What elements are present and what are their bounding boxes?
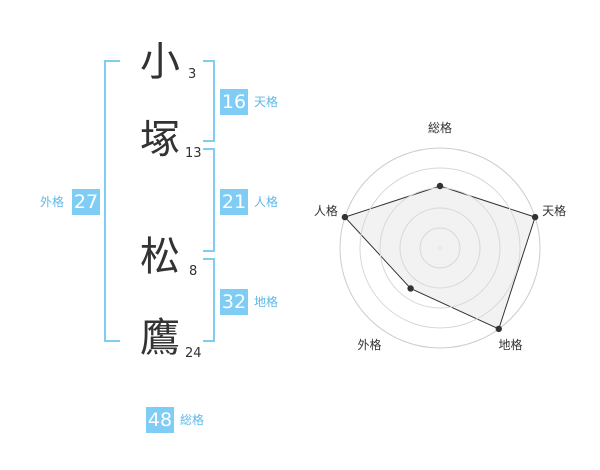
- jinkaku-bracket: [203, 148, 215, 252]
- radar-point-1: [531, 213, 539, 221]
- soukaku-value: 48: [146, 407, 174, 433]
- radar-axis-label-2: 地格: [499, 337, 523, 352]
- radar-ring-overlay-1: [419, 227, 461, 269]
- jinkaku-value: 21: [220, 189, 248, 215]
- gaikaku-value: 27: [72, 189, 100, 215]
- radar-axis-label-0: 総格: [428, 120, 452, 135]
- name-char-4: 鷹: [140, 315, 180, 361]
- name-char-1: 小: [140, 39, 180, 85]
- name-char-3: 松: [140, 234, 180, 280]
- stroke-count-3: 8: [189, 264, 198, 279]
- radar-axis-label-4: 人格: [314, 203, 338, 218]
- name-char-2: 塚: [140, 117, 180, 163]
- jinkaku-label: 人格: [254, 195, 279, 209]
- tenkaku-value: 16: [220, 89, 248, 115]
- radar-point-4: [341, 213, 349, 221]
- radar-ring-overlay-2: [399, 207, 481, 289]
- radar-axis-label-3: 外格: [357, 337, 381, 352]
- tenkaku-label: 天格: [254, 95, 279, 109]
- radar-polygon: [343, 185, 536, 330]
- gaikaku-label: 外格: [40, 195, 65, 209]
- radar-point-2: [495, 325, 502, 333]
- chikaku-value: 32: [220, 289, 248, 315]
- tenkaku-bracket: [203, 60, 215, 142]
- radar-ring-overlay-4: [359, 167, 521, 329]
- stroke-count-4: 24: [185, 346, 202, 361]
- stroke-count-1: 3: [188, 67, 197, 82]
- chikaku-label: 地格: [254, 295, 279, 309]
- radar-point-0: [436, 182, 444, 190]
- soukaku-label: 総格: [180, 413, 205, 427]
- stroke-count-2: 13: [185, 146, 202, 161]
- chikaku-bracket: [203, 258, 215, 342]
- gaikaku-bracket: [104, 60, 120, 342]
- radar-point-3: [407, 285, 414, 292]
- radar-axis-label-1: 天格: [542, 203, 566, 218]
